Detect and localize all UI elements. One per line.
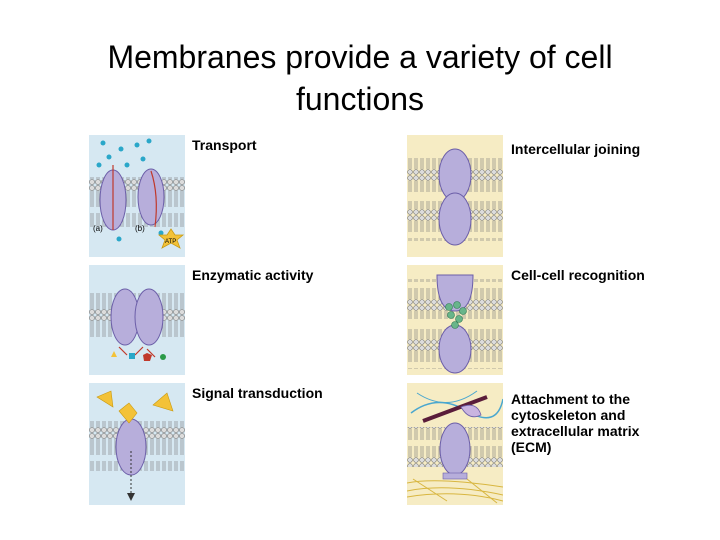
glycoprotein-chain xyxy=(445,301,467,329)
label-signal-transduction: Signal transduction xyxy=(192,385,323,401)
label-transport: Transport xyxy=(192,137,257,153)
label-cell-cell-recognition: Cell-cell recognition xyxy=(511,267,645,283)
arrow-down-icon xyxy=(127,493,135,501)
enzymatic-illustration xyxy=(89,265,185,375)
transport-illustration: (a) (b) ATP xyxy=(89,135,185,257)
recognition-protein-bottom xyxy=(438,324,472,374)
slide-title: Membranes provide a variety of cell func… xyxy=(107,39,613,117)
atp-label: ATP xyxy=(165,239,176,245)
junction-protein-bottom xyxy=(438,192,472,246)
recognition-illustration xyxy=(407,265,503,375)
sublabel-a: (a) xyxy=(93,224,103,233)
attachment-protein xyxy=(439,422,471,476)
cytoskeleton-filament xyxy=(422,395,488,423)
joining-illustration xyxy=(407,135,503,257)
signal-illustration xyxy=(89,383,185,505)
label-intercellular-joining: Intercellular joining xyxy=(511,141,641,157)
attachment-illustration xyxy=(407,383,503,505)
label-attachment: Attachment to the cytoskeleton and extra… xyxy=(511,391,640,455)
label-enzymatic-activity: Enzymatic activity xyxy=(192,267,314,283)
atp-burst-icon xyxy=(157,228,185,249)
sublabel-b: (b) xyxy=(135,224,145,233)
recognition-protein-top xyxy=(436,274,474,312)
signal-molecule xyxy=(96,390,114,408)
extracellular-matrix xyxy=(407,478,503,504)
enzyme-protein-2 xyxy=(134,288,164,346)
receptor-protein xyxy=(115,418,147,476)
pump-protein xyxy=(137,168,165,226)
